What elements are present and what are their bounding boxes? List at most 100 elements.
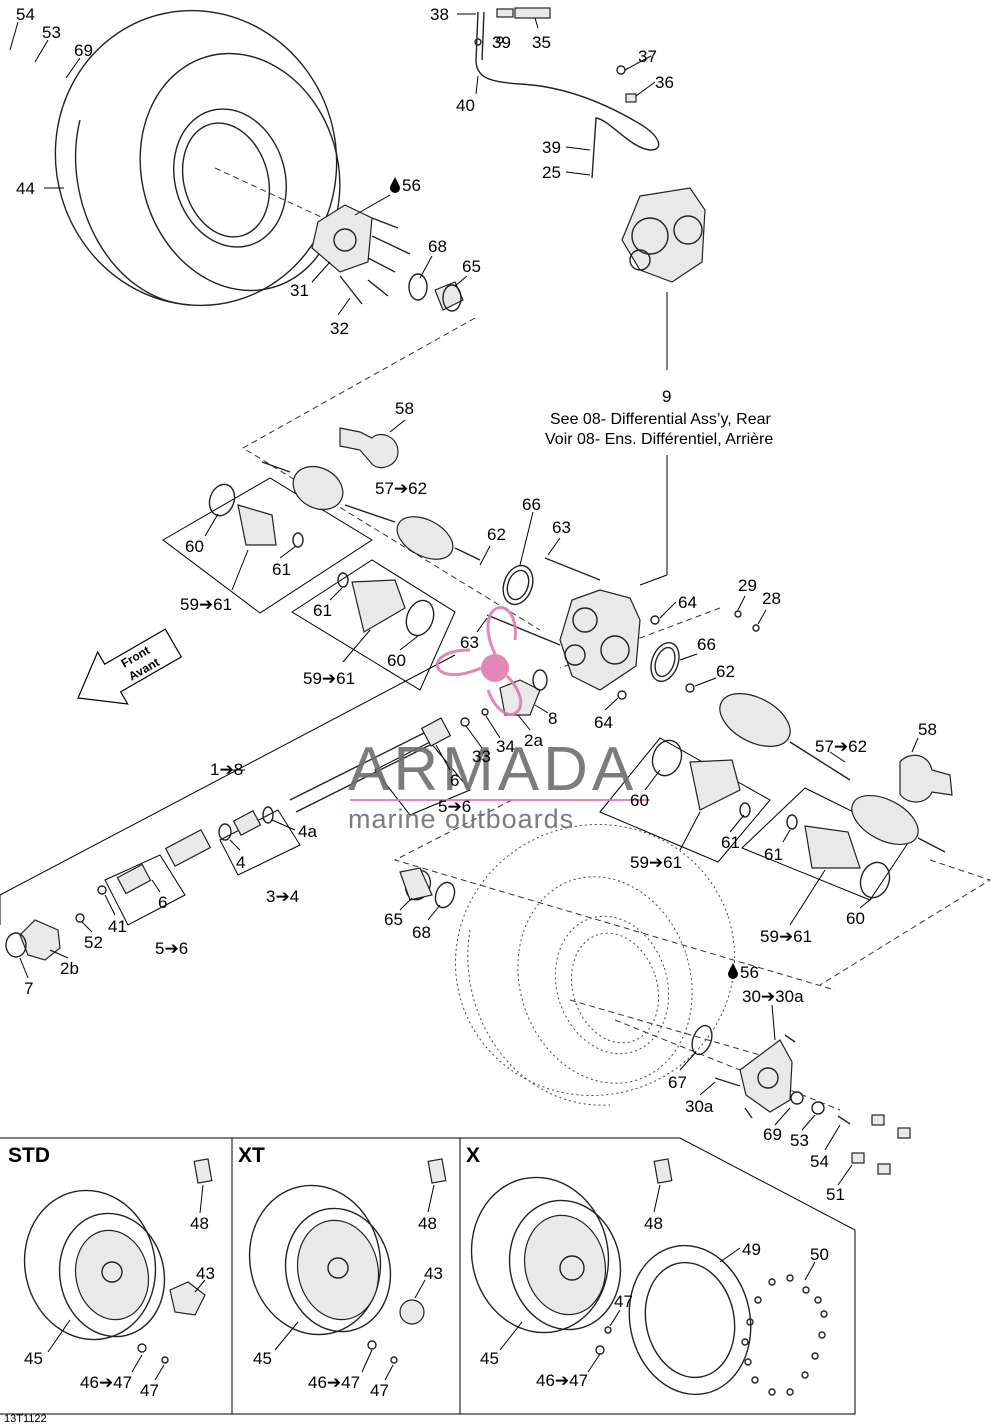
callout-66: 66: [522, 495, 541, 514]
callout-7: 7: [24, 979, 33, 998]
callout-33: 33: [472, 747, 491, 766]
callout-57-62b: 57➔62: [815, 737, 867, 756]
watermark-tagline: marine outboards: [348, 804, 574, 834]
callout-46-47b: 46➔47: [308, 1373, 360, 1392]
callout-46-47c: 46➔47: [536, 1371, 588, 1390]
callout-59-61b: 59➔61: [303, 669, 355, 688]
watermark-logo: ARMADA marine outboards: [348, 606, 650, 834]
callout-62: 62: [487, 525, 506, 544]
upper-half-shaft: [261, 427, 481, 561]
variant-x-label: X: [466, 1144, 480, 1167]
callout-39: 39: [492, 33, 511, 52]
callout-32: 32: [330, 319, 349, 338]
callout-1-8: 1➔8: [210, 760, 243, 779]
lower-tire: [454, 824, 736, 1106]
see-reference-line1: See 08- Differential Ass’y, Rear: [550, 411, 772, 428]
callout-2a: 2a: [524, 731, 543, 750]
callout-25: 25: [542, 163, 561, 182]
callout-47c: 47: [614, 1292, 633, 1311]
x-rim: [470, 1158, 828, 1396]
callout-64b: 64: [594, 713, 613, 732]
drawing-code: 13T1122: [4, 1413, 47, 1425]
callout-63: 63: [552, 518, 571, 537]
xt-rim: [248, 1158, 447, 1364]
callout-58b: 58: [918, 720, 937, 739]
callout-46-47: 46➔47: [80, 1373, 132, 1392]
hub-knuckle: [311, 204, 411, 305]
callout-58: 58: [395, 399, 414, 418]
callout-9: 9: [662, 387, 671, 406]
bearing: [408, 273, 464, 312]
variant-std-label: STD: [8, 1144, 50, 1167]
callout-62b: 62: [716, 662, 735, 681]
upper-differential: [621, 187, 706, 283]
callout-45c: 45: [480, 1349, 499, 1368]
callout-2b: 2b: [60, 959, 79, 978]
callout-34: 34: [496, 737, 515, 756]
breather-cable: [474, 7, 660, 179]
callout-31: 31: [290, 281, 309, 300]
callout-52: 52: [84, 933, 103, 952]
callout-59-61: 59➔61: [180, 595, 232, 614]
callout-47b: 47: [370, 1381, 389, 1400]
variant-panels: [0, 1137, 856, 1415]
callout-61c: 61: [721, 833, 740, 852]
callout-69: 69: [74, 41, 93, 60]
callout-65b: 65: [384, 910, 403, 929]
callout-48b: 48: [418, 1214, 437, 1233]
lower-hub-parts: [399, 867, 911, 1175]
callout-39b: 39: [542, 138, 561, 157]
callout-3-4: 3➔4: [266, 887, 299, 906]
callout-6: 6: [450, 771, 459, 790]
callout-40: 40: [456, 96, 475, 115]
callout-35: 35: [532, 33, 551, 52]
callout-43: 43: [196, 1264, 215, 1283]
callout-49: 49: [742, 1240, 761, 1259]
callout-60b: 60: [387, 651, 406, 670]
callout-45b: 45: [253, 1349, 272, 1368]
callout-6b: 6: [158, 893, 167, 912]
callout-65: 65: [462, 257, 481, 276]
callout-4: 4: [236, 853, 245, 872]
callout-51: 51: [826, 1185, 845, 1204]
callout-53: 53: [42, 23, 61, 42]
callout-61: 61: [272, 560, 291, 579]
callout-36: 36: [655, 73, 674, 92]
callout-labels: 54 53 69 44 56 31 32 68 65 38 39 35 40 3…: [4, 5, 937, 1425]
callout-67: 67: [668, 1073, 687, 1092]
callout-54: 54: [16, 5, 35, 24]
callout-5-6: 5➔6: [438, 797, 471, 816]
std-rim: [23, 1158, 213, 1364]
callout-63b: 63: [460, 633, 479, 652]
callout-4a: 4a: [298, 822, 317, 841]
callout-68b: 68: [412, 923, 431, 942]
callout-68: 68: [428, 237, 447, 256]
callout-59-61d: 59➔61: [760, 927, 812, 946]
callout-30a: 30a: [685, 1097, 714, 1116]
callout-5-6b: 5➔6: [155, 939, 188, 958]
upper-boot-sets: [208, 483, 435, 637]
callout-48c: 48: [644, 1214, 663, 1233]
callout-57-62: 57➔62: [375, 479, 427, 498]
callout-8: 8: [548, 709, 557, 728]
callout-50: 50: [810, 1245, 829, 1264]
callout-38: 38: [430, 5, 449, 24]
callout-47: 47: [140, 1381, 159, 1400]
callout-28: 28: [762, 589, 781, 608]
callout-60: 60: [185, 537, 204, 556]
callout-60c: 60: [630, 791, 649, 810]
callout-53b: 53: [790, 1131, 809, 1150]
callout-69b: 69: [763, 1125, 782, 1144]
callout-61b: 61: [313, 601, 332, 620]
callout-56: 56: [402, 176, 421, 195]
oil-drop-icon: [728, 963, 738, 979]
callout-60d: 60: [846, 909, 865, 928]
callout-54b: 54: [810, 1152, 829, 1171]
callout-48: 48: [190, 1214, 209, 1233]
callout-37: 37: [638, 47, 657, 66]
lower-boot-sets: [651, 739, 891, 899]
leader-lines: [9, 13, 919, 1381]
callout-61d: 61: [764, 845, 783, 864]
callout-43b: 43: [424, 1264, 443, 1283]
